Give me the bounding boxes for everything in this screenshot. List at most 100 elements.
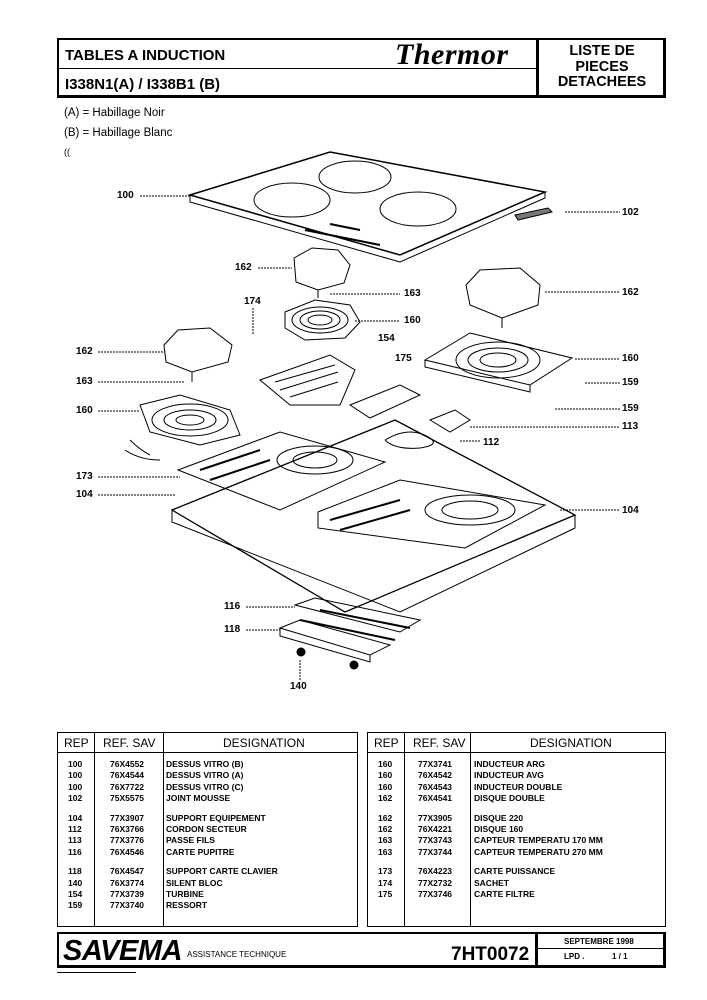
document-type: LISTE DE PIECES DETACHEES [536,40,665,95]
model-number: I338N1(A) / I338B1 (B) [65,76,221,93]
inductor-right [423,332,574,393]
document-reference: 7HT0072 [451,944,530,965]
keyboard-board [293,597,422,641]
designation-cell: DESSUS VITRO (A) [166,770,244,781]
designation-cell: CARTE PUPITRE [166,846,235,857]
filter-board [348,384,422,419]
rep-cell: 163 [378,846,393,857]
ref-cell: 76X3774 [110,877,145,888]
rep-cell: 154 [68,888,83,899]
header-designation: DESIGNATION [223,736,305,750]
rep-cell: 160 [378,781,393,792]
rep-cell: 163 [378,835,393,846]
disc-162-left [163,327,233,382]
ref-cell: 76X4546 [110,846,145,857]
designation-cell: SILENT BLOC [166,877,223,888]
callout-104-left: 104 [76,489,93,500]
keyboard-support [278,619,392,663]
rep-cell: 104 [68,812,83,823]
rep-cell: 118 [68,866,82,877]
ref-cell: 76X4547 [110,866,145,877]
table-header-left: REP REF. SAV DESIGNATION [58,733,357,753]
ref-cell: 76X7722 [110,781,145,792]
chassis-support [170,419,577,613]
table-header-right: REP REF. SAV DESIGNATION [368,733,665,753]
group-spacer [368,858,665,866]
designation-cell: PASSE FILS [166,835,215,846]
callout-160-right: 160 [622,353,639,364]
rep-cell: 100 [68,759,83,769]
rep-cell: 174 [378,877,393,888]
ref-cell: 77X2732 [418,877,453,888]
designation-cell: DESSUS VITRO (C) [166,781,244,792]
group-spacer [58,858,357,866]
ref-cell: 76X4221 [418,823,453,834]
page-number: 1 / 1 [612,952,628,961]
rep-cell: 162 [378,793,393,804]
rep-cell: 159 [68,900,83,911]
footer-divider [538,948,666,949]
callout-162-left: 162 [76,346,93,357]
designation-cell: DISQUE DOUBLE [474,793,545,804]
ref-cell: 75X5575 [110,793,145,804]
group-spacer [368,805,665,813]
callout-154: 154 [378,333,395,344]
table-row: 116 76X4546 CARTE PUPITRE [58,847,357,858]
designation-cell: DISQUE 160 [474,823,524,834]
company-tagline: ASSISTANCE TECHNIQUE [187,950,287,959]
rep-cell: 116 [68,846,82,857]
callout-175: 175 [395,353,412,364]
callout-174: 174 [244,296,261,307]
ref-cell: 76X3766 [110,823,145,834]
document-type-line-2: PIECES [575,58,629,75]
ref-cell: 77X3739 [110,888,145,899]
disc-162-right [465,267,541,328]
header-box: TABLES A INDUCTION I338N1(A) / I338B1 (B… [57,38,666,98]
designation-cell: TURBINE [166,888,204,899]
callout-162-right: 162 [622,287,639,298]
designation-cell: RESSORT [166,900,208,911]
ref-cell: 76X4544 [110,770,145,781]
ref-cell: 76X4543 [418,781,453,792]
rep-cell: 175 [378,888,393,899]
group-spacer [58,805,357,813]
ref-cell: 77X3746 [418,888,453,899]
ref-cell: 76X4223 [418,866,453,877]
rep-cell: 112 [68,823,82,834]
callout-100: 100 [117,190,134,201]
silent-bloc-right [349,660,359,670]
rep-cell: 160 [378,759,393,769]
footer-box: SAVEMA ASSISTANCE TECHNIQUE 7HT0072 SEPT… [57,932,666,968]
designation-cell: INDUCTEUR DOUBLE [474,781,563,792]
designation-cell: JOINT MOUSSE [166,793,231,804]
column-divider [470,733,471,926]
header-ref: REF. SAV [103,736,156,750]
disc-162-top [293,247,351,298]
table-row: 100 76X7722 DESSUS VITRO (C) [58,782,357,793]
table-row: 160 76X4543 INDUCTEUR DOUBLE [368,782,665,793]
ref-cell: 77X3740 [110,900,145,911]
callout-104-right: 104 [622,505,639,516]
rep-cell: 162 [378,823,393,834]
header-designation: DESIGNATION [530,736,612,750]
rep-cell: 100 [68,781,83,792]
legend-a: (A) = Habillage Noir [64,107,165,119]
table-row: 154 77X3739 TURBINE [58,889,357,900]
ref-cell: 77X3905 [418,812,453,823]
